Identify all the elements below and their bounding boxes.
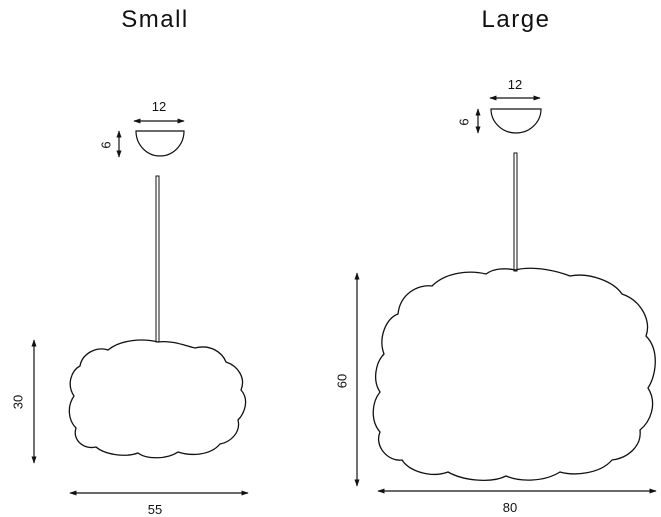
small-canopy-width-label: 12 — [152, 99, 166, 114]
small-canopy-height-label: 6 — [98, 141, 113, 148]
small-shade-height-label: 30 — [10, 395, 25, 409]
small-ceiling-canopy — [135, 130, 185, 157]
small-cloud-shade — [68, 339, 247, 459]
large-shade-width-label: 80 — [503, 500, 517, 515]
small-shade-width-label: 55 — [148, 502, 162, 517]
large-suspension-rod — [513, 152, 518, 272]
large-ceiling-canopy — [490, 108, 542, 134]
large-cloud-shade — [372, 267, 656, 482]
large-canopy-height-label: 6 — [456, 118, 471, 125]
small-variant-title: Small — [121, 6, 189, 33]
large-variant-title: Large — [481, 6, 551, 33]
small-suspension-rod — [155, 175, 160, 343]
large-shade-height-label: 60 — [334, 374, 349, 388]
small-lamp-group — [31, 118, 249, 496]
large-lamp-group — [354, 95, 657, 494]
large-canopy-width-label: 12 — [508, 77, 522, 92]
